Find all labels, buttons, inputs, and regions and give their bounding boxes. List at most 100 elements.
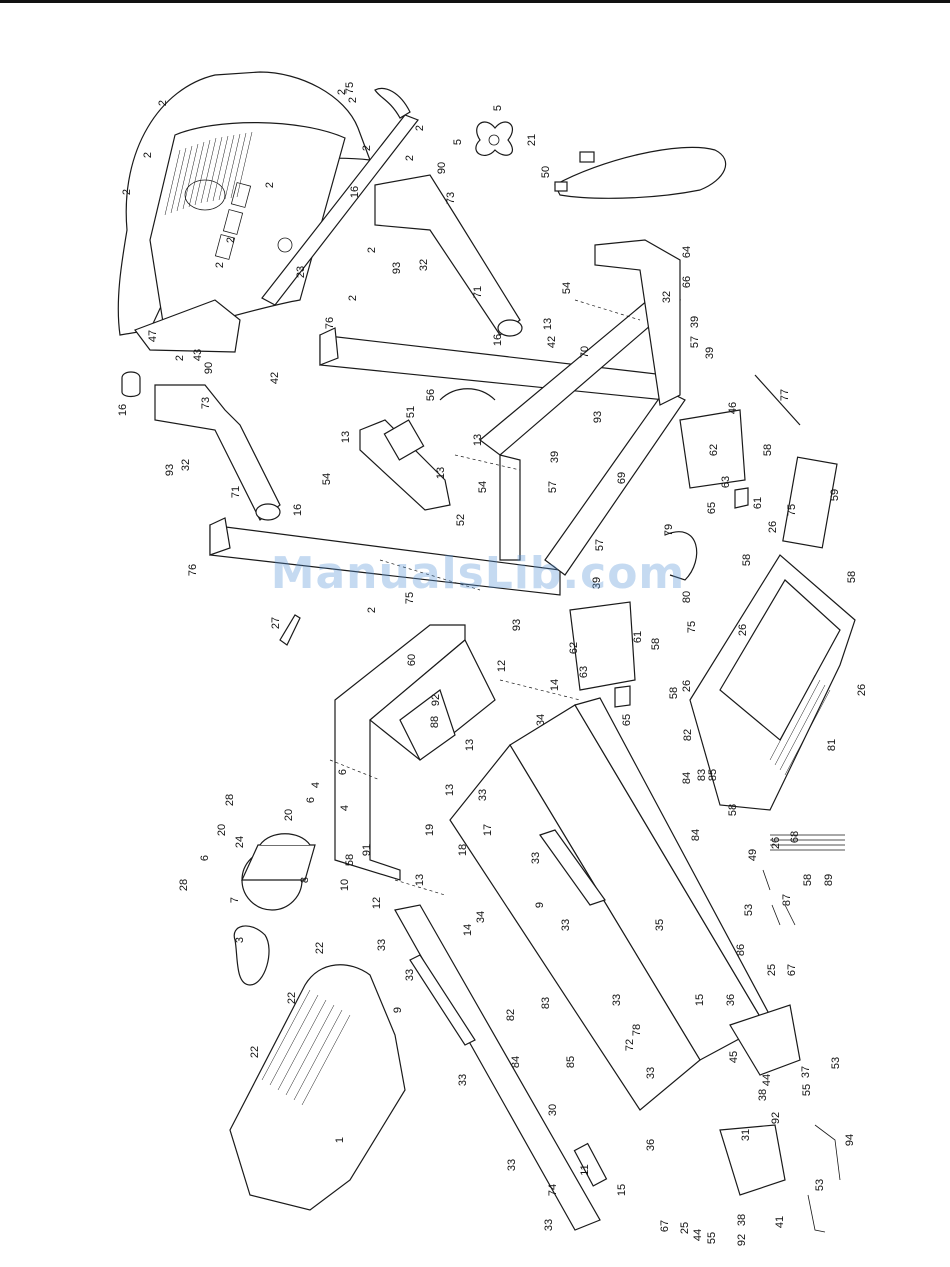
callout-16: 16 [292,504,304,516]
callout-65: 65 [706,502,718,514]
motor-controller-51 [359,419,451,511]
power-wire-79 [664,531,698,581]
callout-1: 1 [334,1137,346,1143]
callout-22: 22 [314,942,326,954]
warning-decal-11 [573,1142,608,1187]
console-grille [164,131,253,216]
callout-53: 53 [814,1179,826,1191]
callout-60: 60 [406,654,418,666]
callout-33: 33 [457,1074,469,1086]
callout-37: 37 [800,1066,812,1078]
callout-90: 90 [436,162,448,174]
callout-54: 54 [321,473,333,485]
misc-hardware [279,374,845,1233]
assembly-guide-lines [329,299,641,896]
callout-93: 93 [391,262,403,274]
callout-82: 82 [505,1009,517,1021]
callout-73: 73 [200,397,212,409]
callout-92: 92 [770,1112,782,1124]
callout-42: 42 [269,372,281,384]
callout-92: 92 [736,1234,748,1246]
callout-2: 2 [174,355,186,361]
callout-68: 68 [789,831,801,843]
callout-63: 63 [720,476,732,488]
callout-6: 6 [199,855,211,861]
callout-14: 14 [462,924,474,936]
callout-33: 33 [404,969,416,981]
callout-9: 9 [392,1007,404,1013]
side-rail-74 [394,904,601,1231]
callout-2: 2 [264,182,276,188]
callout-2: 2 [347,97,359,103]
callout-35: 35 [654,919,666,931]
callout-28: 28 [178,879,190,891]
callout-78: 78 [631,1024,643,1036]
callout-16: 16 [492,334,504,346]
callout-26: 26 [856,684,868,696]
callout-31: 31 [740,1129,752,1141]
callout-70: 70 [579,346,591,358]
callout-2: 2 [121,189,133,195]
walking-deck-72 [449,743,701,1111]
callout-11: 11 [579,1164,591,1175]
circuit-board-59 [782,456,838,549]
callout-45: 45 [728,1051,740,1063]
callout-32: 32 [661,291,673,303]
callout-13: 13 [464,739,476,751]
callout-73: 73 [445,192,457,204]
callout-77: 77 [779,389,791,401]
callout-49: 49 [747,849,759,861]
callout-67: 67 [786,964,798,976]
callout-50: 50 [540,166,552,178]
callout-62: 62 [568,642,580,654]
handrail-left-71 [154,384,281,521]
callout-2: 2 [414,125,426,131]
callout-54: 54 [561,282,573,294]
callout-42: 42 [546,336,558,348]
callout-85: 85 [707,769,719,781]
callout-12: 12 [371,897,383,909]
fan-21 [475,121,514,156]
callout-58: 58 [802,874,814,886]
callout-79: 79 [663,524,675,536]
callout-30: 30 [547,1104,559,1116]
callout-39: 39 [591,577,603,589]
callout-33: 33 [530,852,542,864]
motor-frame-60 [334,624,496,881]
callout-47: 47 [147,330,159,342]
callout-75: 75 [344,82,356,94]
callout-58: 58 [846,571,858,583]
callout-3: 3 [234,937,246,943]
callout-83: 83 [696,769,708,781]
callout-32: 32 [418,259,430,271]
bolt-49 [762,869,771,891]
callout-86: 86 [735,944,747,956]
callout-22: 22 [286,992,298,1004]
callout-66: 66 [681,276,693,288]
callout-92: 92 [430,694,442,706]
callout-28: 28 [224,794,236,806]
callout-33: 33 [543,1219,555,1231]
callout-2: 2 [142,152,154,158]
callout-94: 94 [844,1134,856,1146]
callout-52: 52 [455,514,467,526]
callout-36: 36 [725,994,737,1006]
callout-34: 34 [475,911,487,923]
callout-39: 39 [689,316,701,328]
callout-72: 72 [624,1039,636,1051]
callout-2: 2 [214,262,226,268]
callout-57: 57 [689,336,701,348]
callout-89: 89 [823,874,835,886]
callout-5: 5 [492,105,504,111]
callout-13: 13 [542,318,554,330]
callout-17: 17 [482,824,494,836]
callout-2: 2 [361,145,373,151]
callout-53: 53 [743,904,755,916]
callout-10: 10 [339,879,351,891]
callout-87: 87 [781,894,793,906]
drive-motor-8 [241,833,316,911]
callout-4: 4 [339,805,351,811]
callout-2: 2 [366,607,378,613]
callout-58: 58 [668,687,680,699]
callout-88: 88 [429,716,441,728]
